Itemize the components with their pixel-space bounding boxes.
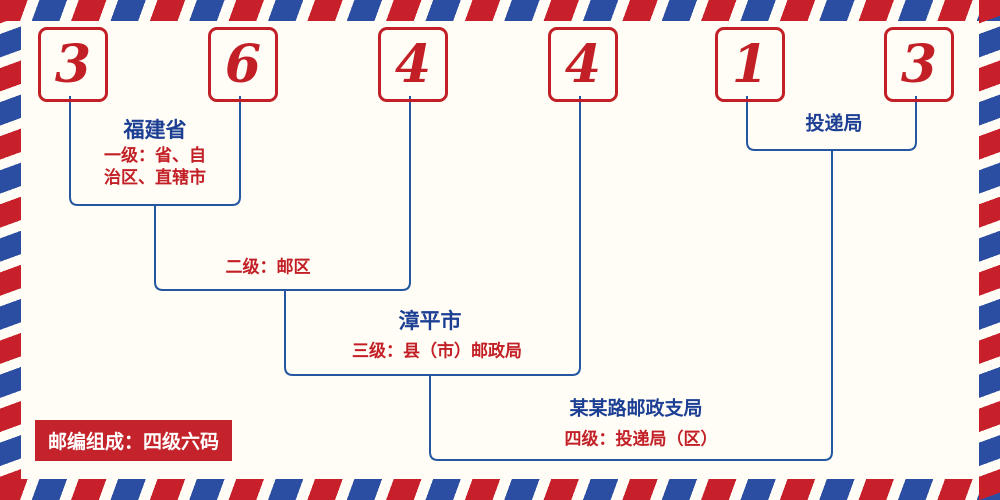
label-level4-desc: 四级：投递局（区） (564, 429, 718, 450)
digit-value-6: 3 (900, 33, 938, 95)
digit-box-3: 4 (378, 27, 448, 102)
bracket-delivery-line (746, 96, 917, 151)
label-city: 漳平市 (398, 309, 462, 333)
digit-value-4: 4 (564, 33, 602, 95)
airmail-border-top (0, 0, 1000, 21)
level4-line (429, 150, 833, 461)
digit-value-5: 1 (731, 33, 769, 95)
level2-line (154, 96, 411, 291)
digit-value-3: 4 (394, 33, 432, 95)
airmail-border-right (979, 0, 1000, 500)
airmail-border-left (0, 0, 21, 500)
label-province: 福建省 (123, 118, 187, 142)
label-level2-desc: 二级：邮区 (225, 257, 311, 278)
label-branch-office: 某某路邮政支局 (569, 397, 703, 420)
label-level1-desc: 一级：省、自 治区、直辖市 (104, 145, 206, 189)
composition-badge: 邮编组成：四级六码 (35, 420, 233, 461)
digit-box-6: 3 (884, 27, 954, 102)
label-level1-desc-line1: 一级：省、自 (104, 146, 206, 166)
label-level3-desc: 三级：县（市）邮政局 (352, 341, 522, 362)
level3-line (284, 96, 581, 376)
digit-value-1: 3 (54, 33, 92, 95)
digit-box-5: 1 (715, 27, 785, 102)
digit-box-2: 6 (208, 27, 278, 102)
digit-box-4: 4 (548, 27, 618, 102)
digit-value-2: 6 (224, 33, 262, 95)
label-delivery-office: 投递局 (805, 112, 863, 135)
airmail-border-bottom (0, 479, 1000, 500)
digit-box-1: 3 (38, 27, 108, 102)
label-level1-desc-line2: 治区、直辖市 (104, 168, 206, 188)
